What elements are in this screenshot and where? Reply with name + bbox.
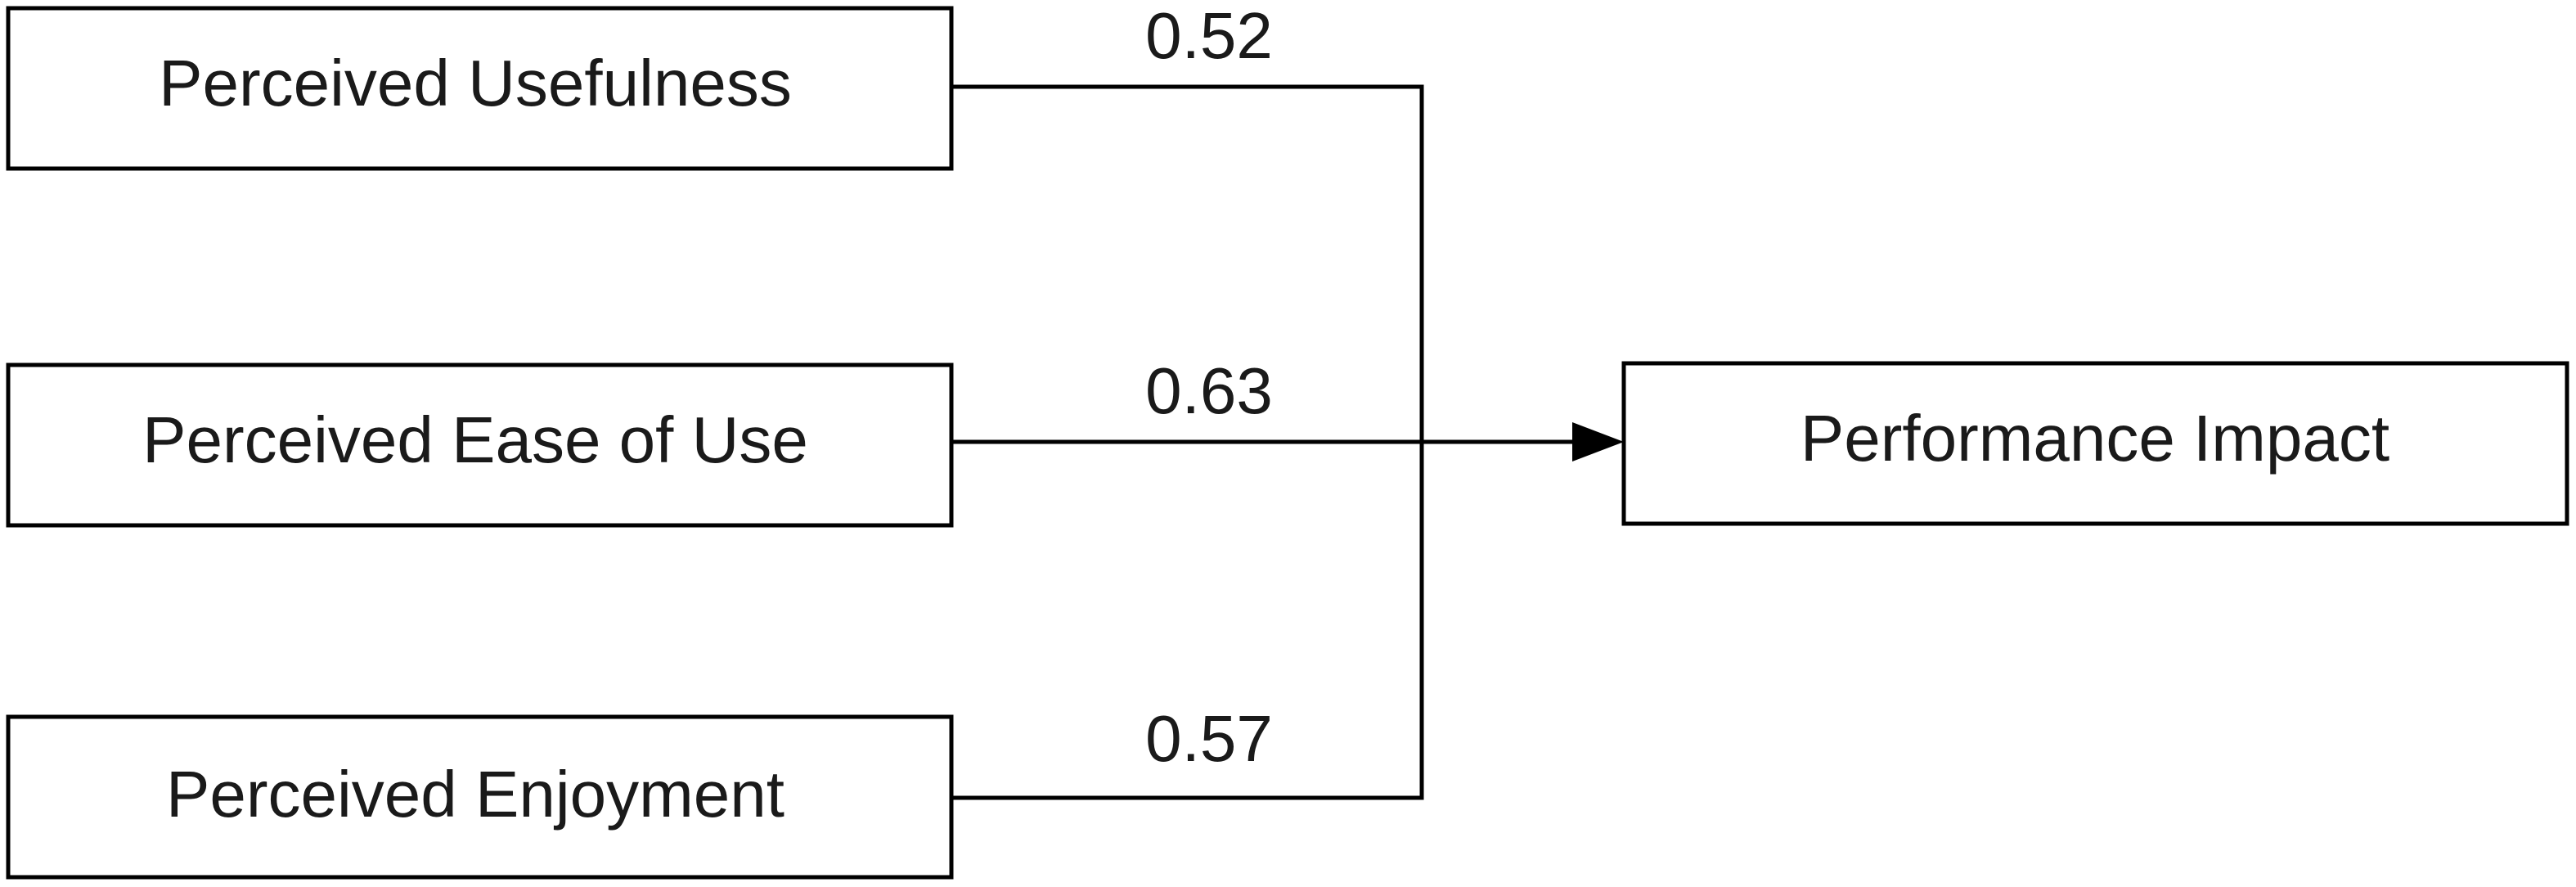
node-label: Perceived Usefulness xyxy=(159,47,792,119)
edge-label-enjoyment: 0.57 xyxy=(1145,702,1273,775)
edge-label-usefulness: 0.52 xyxy=(1145,0,1273,72)
node-perceived-ease-of-use: Perceived Ease of Use xyxy=(6,362,954,528)
node-performance-impact: Performance Impact xyxy=(1621,361,2569,526)
node-perceived-usefulness: Perceived Usefulness xyxy=(6,6,954,171)
edge-usefulness-to-performance xyxy=(951,84,1424,442)
arrowhead-icon xyxy=(1572,422,1624,462)
node-box xyxy=(1621,361,2569,526)
node-perceived-enjoyment: Perceived Enjoyment xyxy=(6,714,954,880)
connectors xyxy=(951,84,1572,800)
node-label: Perceived Enjoyment xyxy=(166,758,784,831)
node-box xyxy=(6,362,954,528)
edge-label-ease-of-use: 0.63 xyxy=(1145,354,1273,427)
node-box xyxy=(6,714,954,880)
node-label: Performance Impact xyxy=(1801,402,2389,475)
node-label: Perceived Ease of Use xyxy=(142,403,808,476)
edge-enjoyment-to-performance xyxy=(951,442,1424,800)
node-box xyxy=(6,6,954,171)
